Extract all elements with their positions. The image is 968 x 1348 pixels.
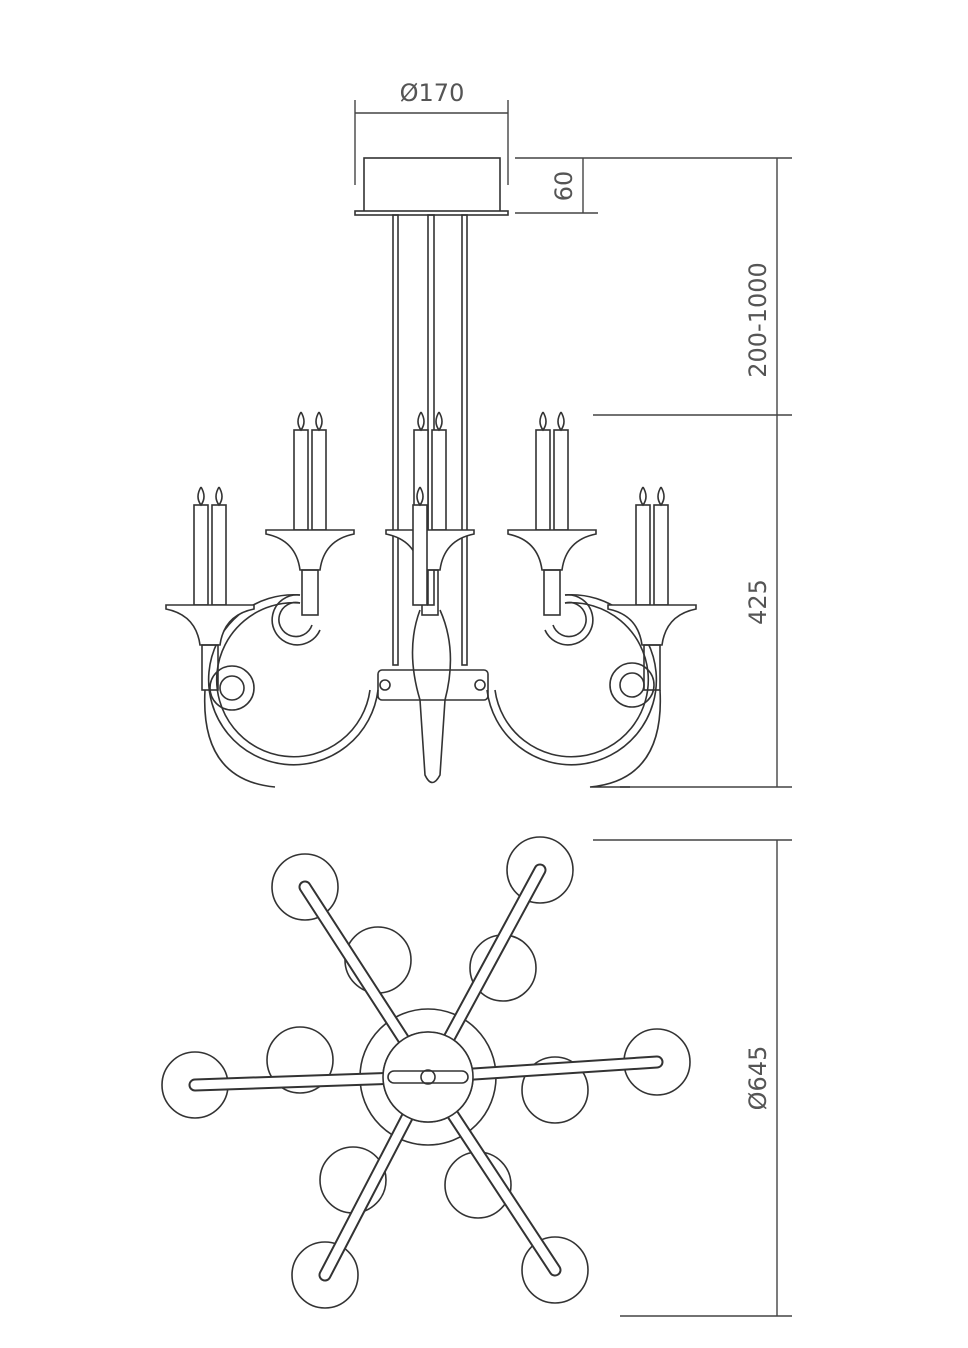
side-view [203,593,662,788]
label-canopy-diameter: Ø170 [400,79,465,107]
dimension-heights: 60 200-1000 425 Ø645 [515,157,792,1317]
suspension-rods [392,214,468,666]
candle-holder [385,411,475,616]
candles [165,411,697,691]
candle-holder [412,486,428,606]
candle-holder [265,411,355,616]
label-canopy-height: 60 [550,171,578,202]
canopy [354,157,509,216]
dimension-canopy-diameter: Ø170 [354,79,509,185]
label-overall-diameter: Ø645 [744,1046,772,1111]
top-view [161,836,691,1309]
label-suspension-length: 200-1000 [744,262,772,378]
label-body-height: 425 [744,579,772,625]
candle-holder [607,486,697,691]
arm-top-view [421,1028,691,1124]
candle-holder [507,411,597,616]
candle-holder [165,486,255,691]
